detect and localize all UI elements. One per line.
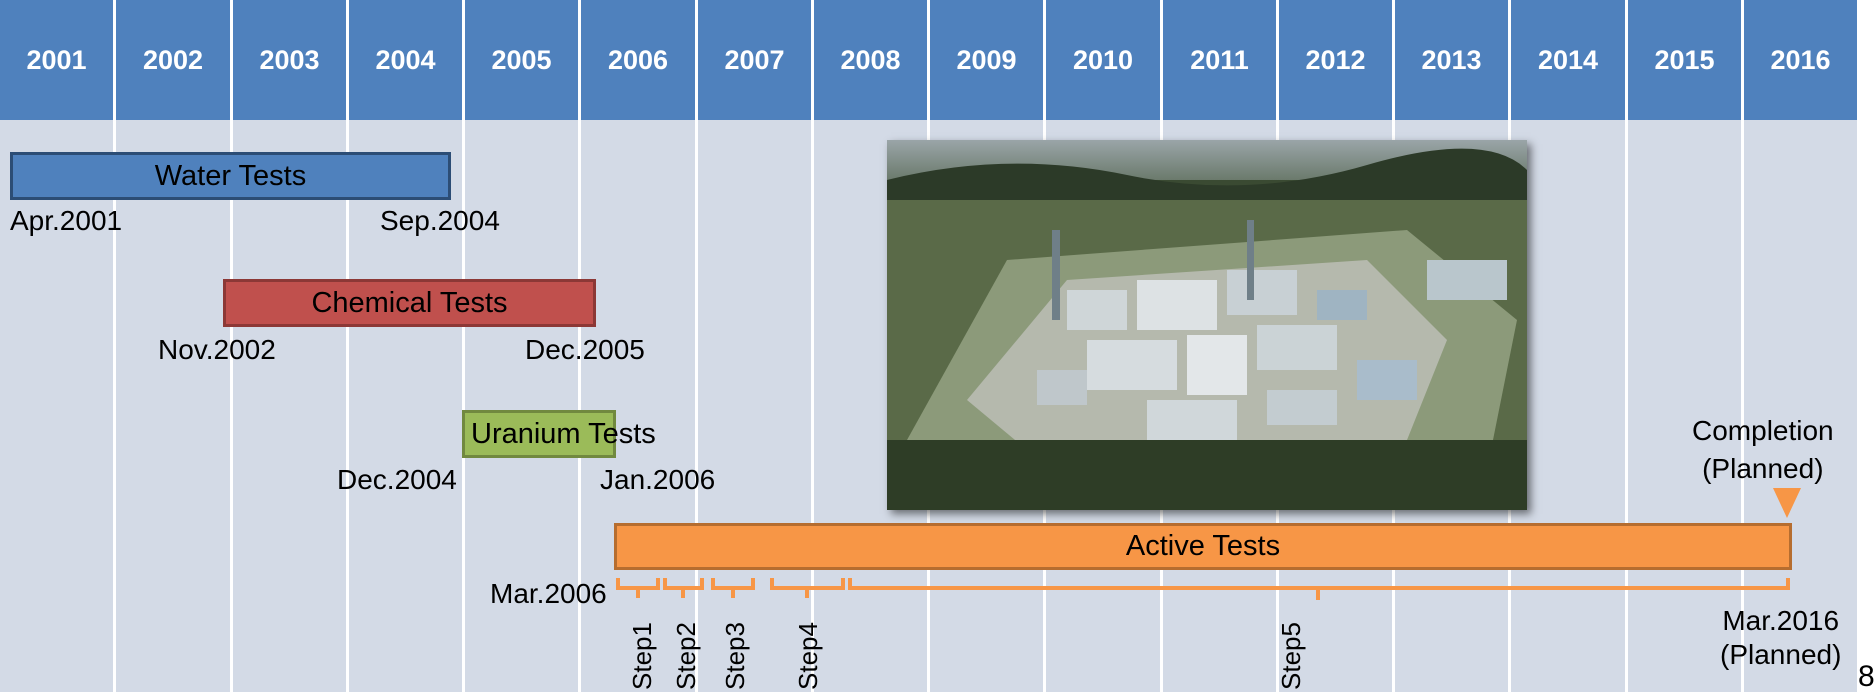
plant-aerial-photo [887,140,1527,510]
year-header-2014: 2014 [1511,0,1625,120]
step3-label: Step3 [720,622,750,690]
water-tests-label: Water Tests [154,159,307,192]
year-column-2007 [698,120,811,692]
uranium-tests-label: Uranium Tests [471,417,656,450]
year-header-2012: 2012 [1279,0,1392,120]
year-header-2009: 2009 [930,0,1043,120]
water-end-label: Sep.2004 [380,205,500,236]
active-start-label: Mar.2006 [490,578,607,609]
year-header-2002: 2002 [116,0,230,120]
year-header-2010: 2010 [1046,0,1160,120]
chemical-end-label: Dec.2005 [525,334,645,365]
completion-text: Completion (Planned) [1692,415,1834,484]
chemical-tests-bar: Chemical Tests [223,279,596,327]
year-column-2002 [116,120,230,692]
step5-bracket [848,578,1790,600]
plant-photo-image [887,140,1527,510]
year-column-2016 [1744,120,1857,692]
year-header-2003: 2003 [233,0,346,120]
year-header-2013: 2013 [1395,0,1508,120]
year-header-2005: 2005 [465,0,578,120]
active-tests-label: Active Tests [1125,530,1281,562]
year-header-2015: 2015 [1628,0,1741,120]
year-header-2001: 2001 [0,0,113,120]
water-tests-bar: Water Tests [10,152,451,200]
active-end-text: Mar.2016 (Planned) [1720,605,1842,670]
completion-marker-icon [1773,488,1801,518]
year-header-2008: 2008 [814,0,927,120]
chemical-start-label: Nov.2002 [158,334,276,365]
page-number: 8 [1858,660,1875,693]
uranium-start-label: Dec.2004 [337,464,457,495]
year-header-2016: 2016 [1744,0,1857,120]
step4-bracket [770,578,845,598]
year-column-2004 [349,120,462,692]
year-header-2006: 2006 [581,0,695,120]
active-tests-bar: Active Tests [614,523,1792,570]
year-header-2011: 2011 [1163,0,1276,120]
step1-label: Step1 [627,622,657,690]
uranium-tests-bar: Uranium Tests [462,410,656,458]
completion-label: Completion (Planned) [1692,412,1834,488]
year-column-2005 [465,120,578,692]
year-column-2001 [0,120,113,692]
year-column-2003 [233,120,346,692]
step2-bracket [663,578,704,598]
step2-label: Step2 [671,622,701,690]
step4-label: Step4 [793,622,823,690]
year-column-2014 [1511,120,1625,692]
step3-bracket [711,578,755,598]
uranium-end-label: Jan.2006 [600,464,716,495]
year-header-2004: 2004 [349,0,462,120]
chemical-tests-label: Chemical Tests [311,286,508,319]
step5-label: Step5 [1276,622,1306,690]
step1-bracket [616,578,660,598]
active-end-label: Mar.2016 (Planned) [1720,604,1841,672]
water-start-label: Apr.2001 [10,205,123,236]
year-column-2015 [1628,120,1741,692]
year-header-2007: 2007 [698,0,811,120]
